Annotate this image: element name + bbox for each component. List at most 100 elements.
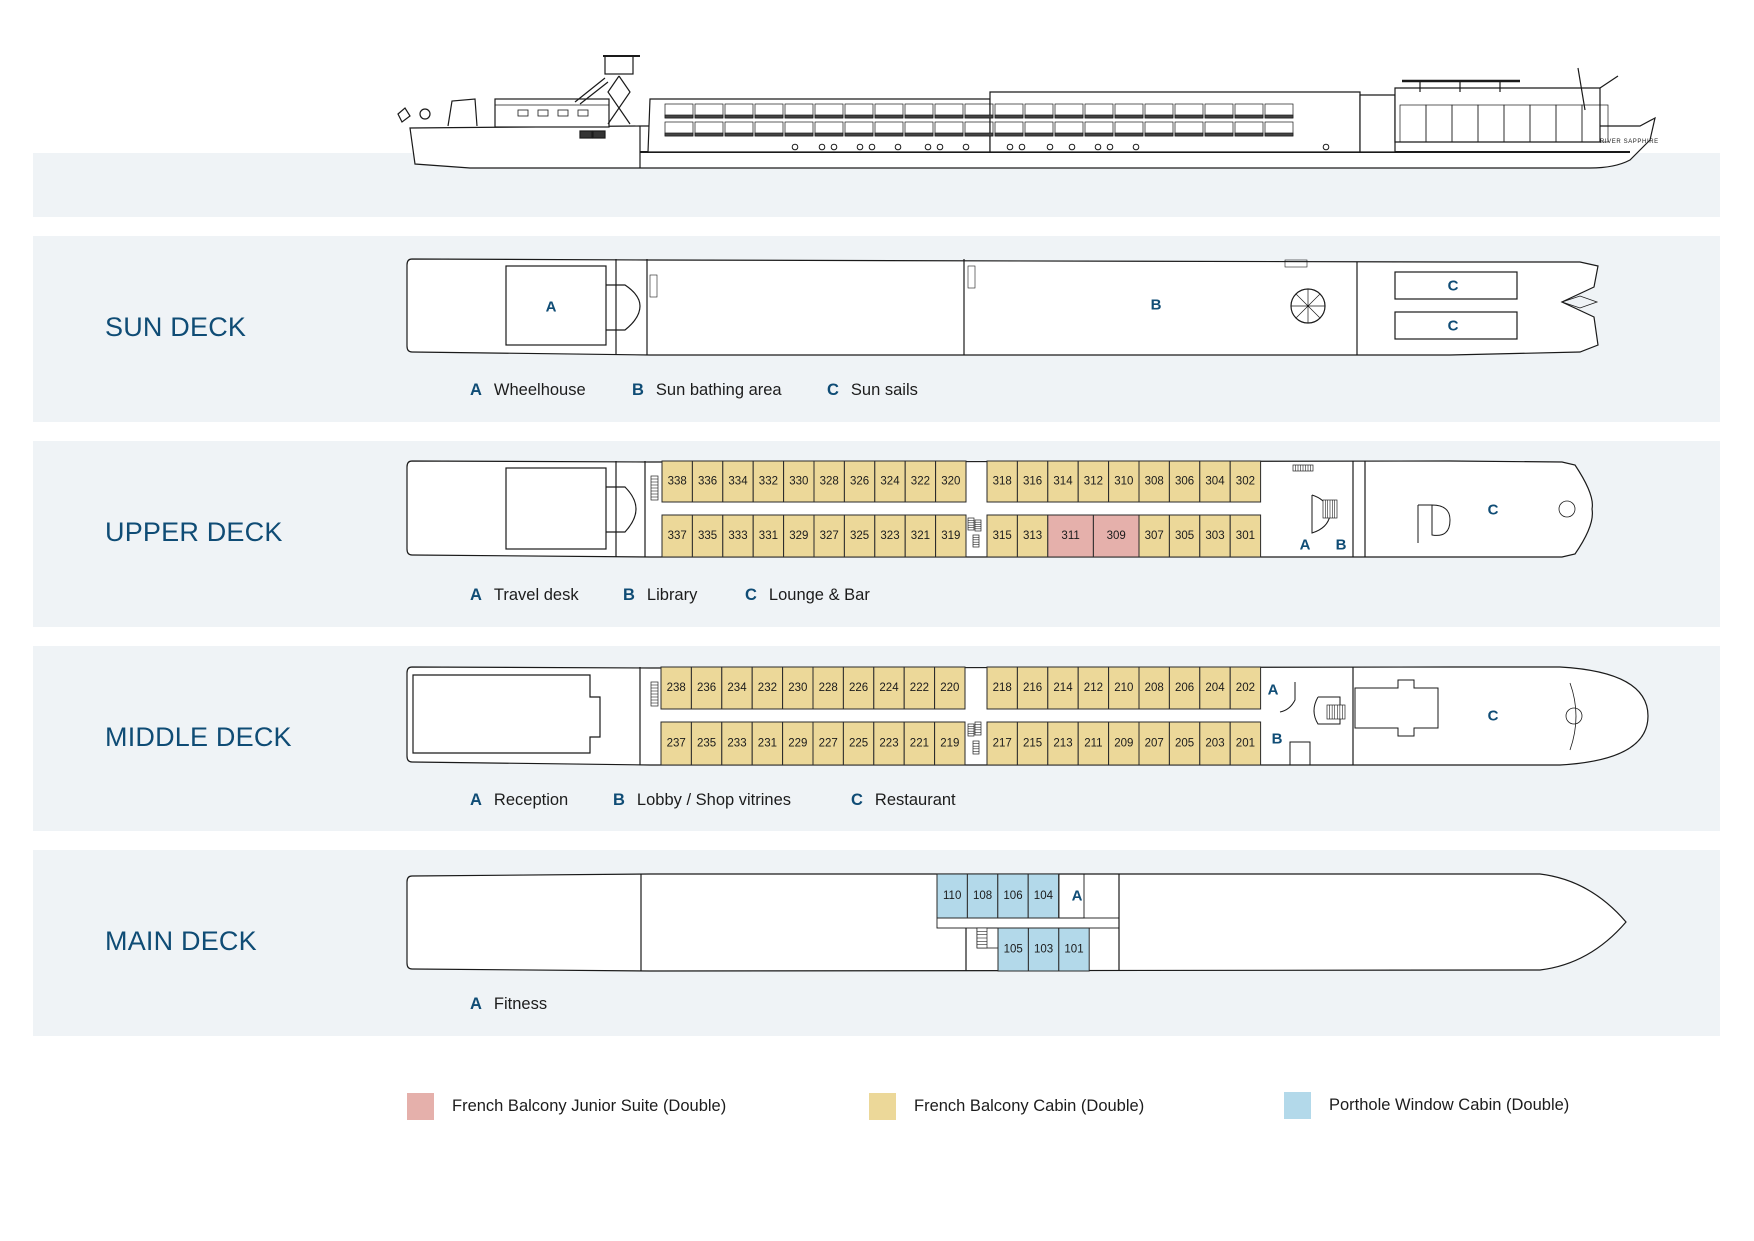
legend-swatch-junior-suite xyxy=(407,1093,434,1120)
area-letter-library: B xyxy=(1336,537,1347,554)
legend-balcony-cabin: French Balcony Cabin (Double) xyxy=(869,1093,1144,1120)
cabin-337[interactable] xyxy=(661,514,693,558)
cabin-226[interactable] xyxy=(842,666,875,710)
cabin-312[interactable] xyxy=(1077,460,1110,503)
cabin-201[interactable] xyxy=(1229,721,1262,766)
porthole-icon xyxy=(1018,143,1026,151)
cabin-207[interactable] xyxy=(1138,721,1170,766)
cabin-number: 105 xyxy=(1004,944,1023,956)
key-letter: C xyxy=(827,381,839,399)
cabin-323[interactable] xyxy=(874,514,906,558)
cabin-108[interactable] xyxy=(966,873,999,919)
cabin-213[interactable] xyxy=(1047,721,1079,766)
cabin-number: 319 xyxy=(941,530,960,542)
cabin-325[interactable] xyxy=(843,514,876,558)
cabin-105[interactable] xyxy=(997,927,1029,972)
porthole-icon xyxy=(962,143,970,151)
cabin-314[interactable] xyxy=(1047,460,1079,503)
cabin-204[interactable] xyxy=(1199,666,1231,710)
cabin-308[interactable] xyxy=(1138,460,1170,503)
cabin-222[interactable] xyxy=(903,666,936,710)
cabin-324[interactable] xyxy=(874,460,906,503)
cabin-number: 104 xyxy=(1034,890,1054,902)
cabin-232[interactable] xyxy=(751,666,784,710)
cabin-101[interactable] xyxy=(1058,927,1090,972)
cabin-225[interactable] xyxy=(842,721,875,766)
cabin-217[interactable] xyxy=(986,721,1018,766)
cabin-106[interactable] xyxy=(997,873,1029,919)
key-letter: B xyxy=(623,586,635,604)
porthole-icon xyxy=(1068,143,1076,151)
cabin-301[interactable] xyxy=(1229,514,1262,558)
cabin-302[interactable] xyxy=(1229,460,1262,503)
cabin-310[interactable] xyxy=(1108,460,1140,503)
cabin-number: 315 xyxy=(993,530,1012,542)
cabin-307[interactable] xyxy=(1138,514,1170,558)
cabin-313[interactable] xyxy=(1016,514,1049,558)
cabin-number: 312 xyxy=(1084,476,1103,488)
key-letter: C xyxy=(851,791,863,809)
cabin-238[interactable] xyxy=(660,666,692,710)
cabin-number: 327 xyxy=(820,530,839,542)
sun-deck-plan xyxy=(406,258,1599,356)
cabin-322[interactable] xyxy=(904,460,937,503)
cabin-number: 203 xyxy=(1205,738,1224,750)
stairs-icon xyxy=(976,927,988,949)
cabin-334[interactable] xyxy=(722,460,754,503)
cabin-305[interactable] xyxy=(1168,514,1201,558)
cabin-number: 301 xyxy=(1236,530,1255,542)
legend-swatch-balcony-cabin xyxy=(869,1093,896,1120)
cabin-208[interactable] xyxy=(1138,666,1170,710)
cabin-327[interactable] xyxy=(813,514,845,558)
cabin-number: 206 xyxy=(1175,682,1194,694)
cabin-110[interactable] xyxy=(936,873,968,919)
cabin-328[interactable] xyxy=(813,460,845,503)
cabin-number: 324 xyxy=(880,476,900,488)
cabin-319[interactable] xyxy=(935,514,967,558)
cabin-number: 226 xyxy=(849,682,868,694)
cabin-number: 325 xyxy=(850,530,869,542)
cabin-332[interactable] xyxy=(752,460,785,503)
cabin-320[interactable] xyxy=(935,460,967,503)
cabin-233[interactable] xyxy=(721,721,753,766)
cabin-309[interactable] xyxy=(1092,514,1140,558)
porthole-icon xyxy=(1132,143,1140,151)
porthole-icon xyxy=(1006,143,1014,151)
cabin-number: 227 xyxy=(819,738,838,750)
cabin-number: 328 xyxy=(820,476,839,488)
porthole-icon xyxy=(856,143,864,151)
cabin-235[interactable] xyxy=(690,721,723,766)
cabin-211[interactable] xyxy=(1077,721,1110,766)
cabin-number: 223 xyxy=(879,738,898,750)
cabin-number: 236 xyxy=(697,682,716,694)
cabin-number: 309 xyxy=(1107,530,1126,542)
cabin-202[interactable] xyxy=(1229,666,1262,710)
cabin-219[interactable] xyxy=(934,721,966,766)
cabin-236[interactable] xyxy=(690,666,723,710)
stairs-icon xyxy=(1322,499,1338,519)
cabin-216[interactable] xyxy=(1016,666,1049,710)
cabin-220[interactable] xyxy=(934,666,966,710)
cabin-221[interactable] xyxy=(903,721,936,766)
cabin-218[interactable] xyxy=(986,666,1018,710)
cabin-228[interactable] xyxy=(812,666,844,710)
cabin-number: 207 xyxy=(1145,738,1164,750)
cabin-336[interactable] xyxy=(691,460,724,503)
cabin-304[interactable] xyxy=(1199,460,1231,503)
stairs-icon xyxy=(972,740,980,755)
cabin-203[interactable] xyxy=(1199,721,1231,766)
cabin-206[interactable] xyxy=(1168,666,1201,710)
cabin-number: 322 xyxy=(911,476,930,488)
cabin-number: 334 xyxy=(728,476,748,488)
cabin-338[interactable] xyxy=(661,460,693,503)
cabin-335[interactable] xyxy=(691,514,724,558)
key-letter: B xyxy=(632,381,644,399)
area-letter-sun-sail-1: C xyxy=(1448,278,1459,295)
cabin-223[interactable] xyxy=(873,721,905,766)
cabin-number: 209 xyxy=(1114,738,1133,750)
cabin-104[interactable] xyxy=(1027,873,1060,919)
